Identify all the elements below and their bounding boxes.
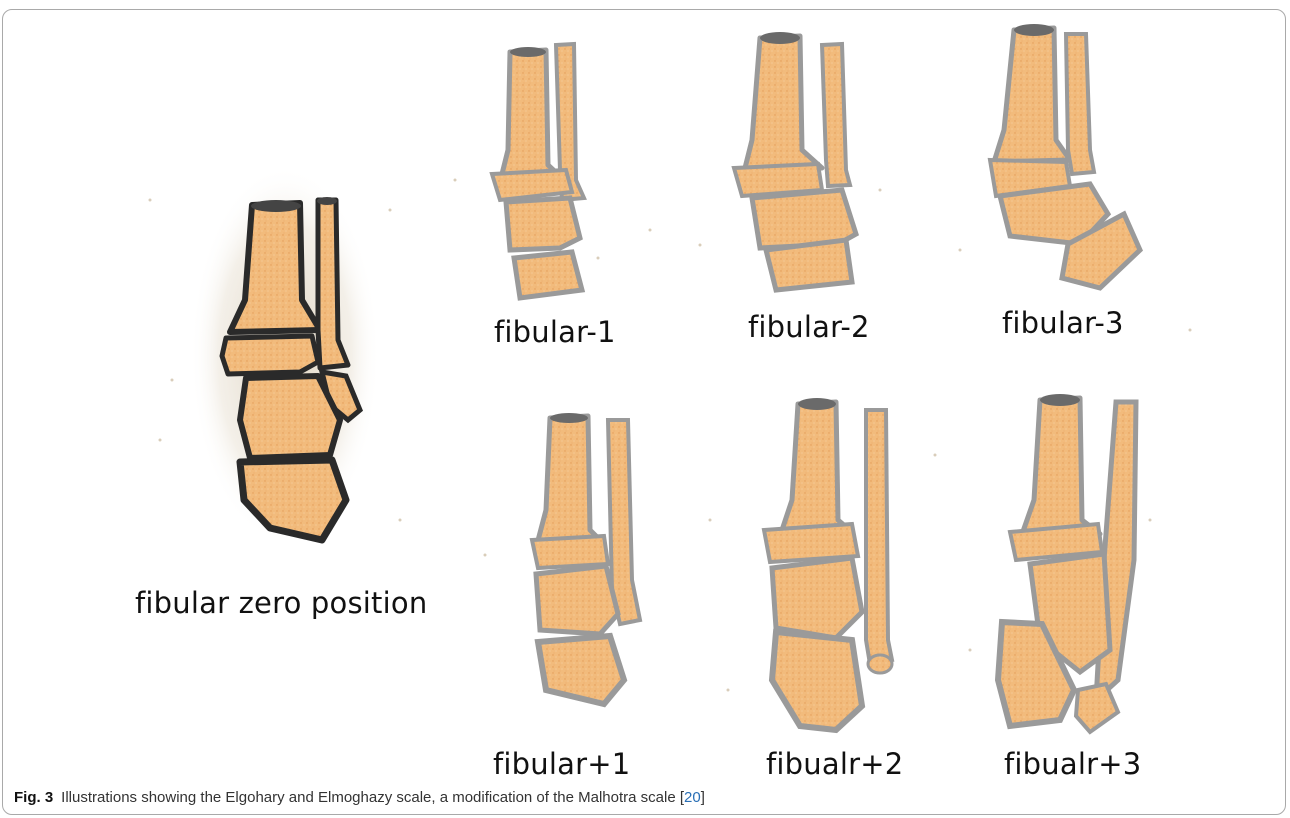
label-fibular-plus-2: fibualr+2 bbox=[766, 747, 903, 781]
ankle-illustration-fibular-plus-1 bbox=[532, 413, 640, 704]
label-fibular-plus-1: fibular+1 bbox=[493, 747, 630, 781]
ankle-illustration-fibular-minus-2 bbox=[734, 32, 856, 290]
ankle-illustration-fibular-minus-1 bbox=[492, 44, 584, 298]
label-fibular-minus-3: fibular-3 bbox=[1002, 306, 1124, 340]
label-fibular-minus-1: fibular-1 bbox=[494, 315, 616, 349]
label-fibular-minus-2: fibular-2 bbox=[748, 310, 870, 344]
figure-caption: Fig. 3 Illustrations showing the Elgohary… bbox=[14, 789, 705, 806]
label-fibular-plus-3: fibualr+3 bbox=[1004, 747, 1141, 781]
ankle-illustration-fibular-plus-3 bbox=[998, 394, 1136, 732]
ankle-illustration-zero bbox=[190, 165, 380, 545]
caption-text: Illustrations showing the Elgohary and E… bbox=[61, 789, 684, 806]
ankle-illustration-fibular-minus-3 bbox=[990, 24, 1140, 288]
figure-number: Fig. 3 bbox=[14, 789, 53, 806]
reference-link[interactable]: 20 bbox=[684, 789, 701, 806]
label-fibular-zero: fibular zero position bbox=[135, 586, 427, 620]
caption-closing: ] bbox=[701, 789, 705, 806]
ankle-illustration-fibular-plus-2 bbox=[764, 398, 892, 730]
